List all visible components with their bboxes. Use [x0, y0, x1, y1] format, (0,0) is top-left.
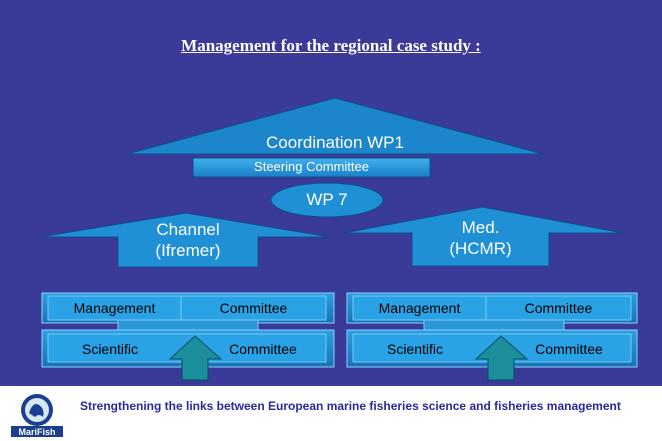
channel-scientific-label: Scientific	[81, 341, 139, 357]
channel-arrow	[39, 212, 331, 268]
med-management-cell	[352, 295, 487, 321]
med-management-label: Management	[378, 300, 461, 316]
steering-committee-label: Steering Committee	[254, 159, 369, 174]
med-label-line2: (HCMR)	[449, 239, 512, 258]
med-committee-label: Committee	[524, 300, 593, 316]
svg-text:MariFish: MariFish	[18, 427, 55, 437]
channel-management-cell	[47, 295, 182, 321]
channel-up-arrow	[168, 335, 223, 381]
channel-committee2-label: Committee	[229, 341, 297, 357]
footer-text: Strengthening the links between European…	[80, 399, 621, 413]
med-committee-cell	[485, 295, 632, 321]
channel-label-line2: (Ifremer)	[155, 241, 221, 260]
channel-management-label: Management	[73, 300, 156, 316]
channel-committee-label: Committee	[219, 300, 288, 316]
med-scientific-label: Scientific	[386, 341, 444, 357]
marifish-logo: MariFish	[11, 394, 63, 437]
diagram-shapes	[39, 97, 638, 381]
med-up-arrow	[474, 335, 529, 381]
med-arrow	[343, 206, 624, 267]
wp7-label: WP 7	[306, 190, 348, 209]
steering-committee-box	[192, 157, 431, 178]
slide-title: Management for the regional case study :	[181, 36, 481, 55]
coordination-label: Coordination WP1	[266, 133, 404, 152]
channel-label-line1: Channel	[156, 220, 220, 239]
med-label-line1: Med.	[461, 218, 500, 237]
coordination-arrow	[126, 97, 544, 155]
med-committee2-label: Committee	[535, 341, 603, 357]
wp7-ellipse	[270, 182, 384, 218]
